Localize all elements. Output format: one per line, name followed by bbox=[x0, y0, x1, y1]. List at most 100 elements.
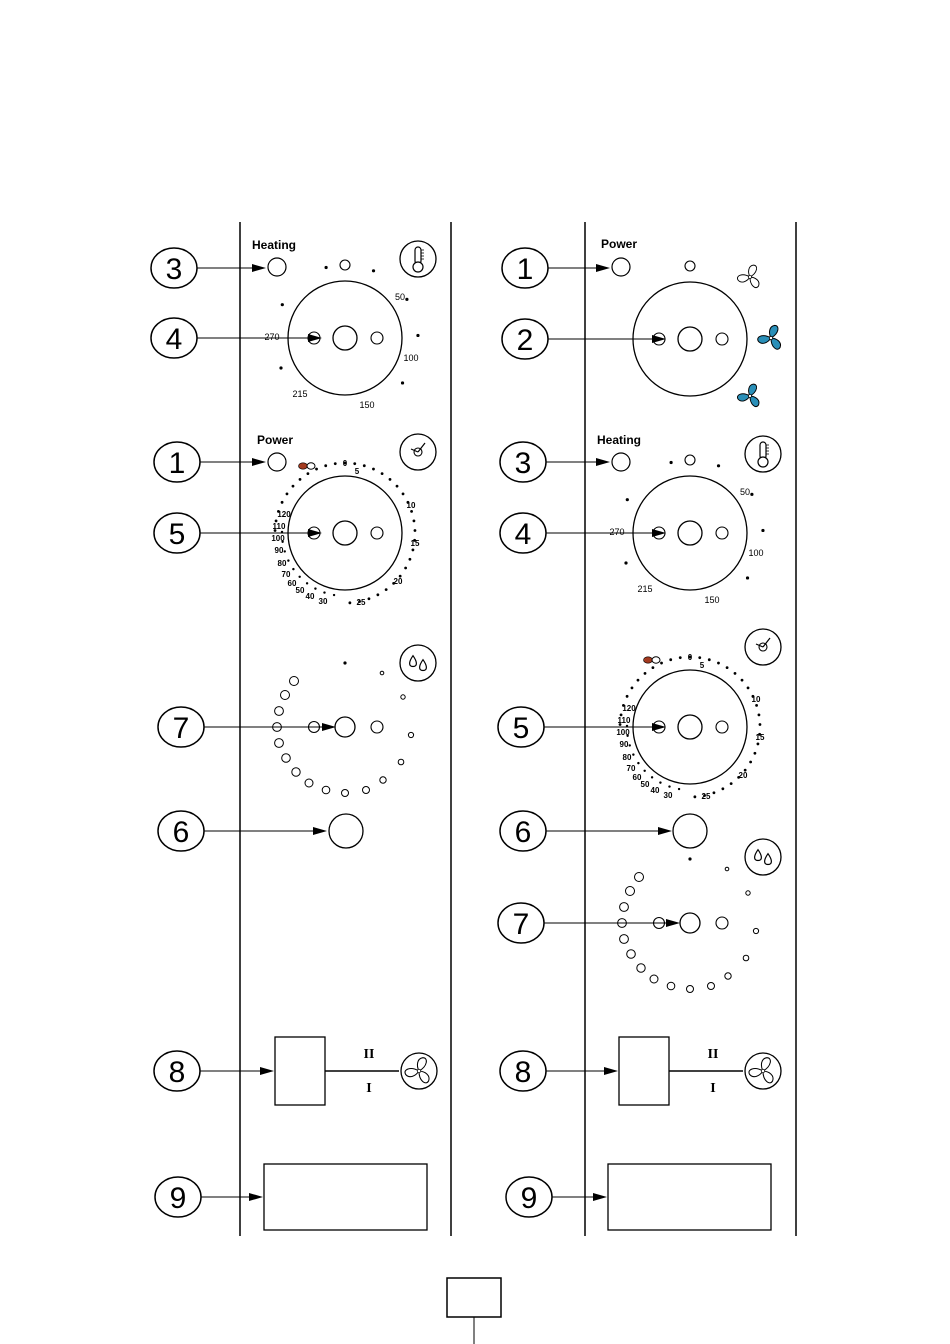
timer-tick bbox=[726, 666, 729, 669]
callout-number: 8 bbox=[169, 1056, 186, 1089]
timer-tick bbox=[754, 752, 757, 755]
humidity-tick bbox=[688, 857, 691, 860]
display-panel bbox=[264, 1164, 427, 1230]
humidity-step bbox=[275, 739, 284, 748]
humidity-step bbox=[635, 873, 644, 882]
fan-icon bbox=[401, 1053, 437, 1089]
humidity-step bbox=[281, 691, 290, 700]
timer-tick bbox=[368, 597, 371, 600]
timer-tick bbox=[402, 492, 405, 495]
right-panel: Power12Heating50100150215270340510152025… bbox=[498, 237, 783, 1230]
timer-label-100: 100 bbox=[271, 534, 285, 543]
humidity-step bbox=[725, 867, 729, 871]
timer-tick bbox=[323, 591, 325, 593]
timer-tick bbox=[413, 519, 416, 522]
humidity-step bbox=[292, 768, 300, 776]
humidity-drops-icon-frame bbox=[745, 839, 781, 875]
knob-center bbox=[333, 326, 357, 350]
infinity-lamp-right bbox=[307, 463, 315, 469]
temp-label-215: 215 bbox=[637, 584, 652, 594]
fan-switch-position-1: I bbox=[366, 1081, 371, 1096]
timer-tick bbox=[747, 686, 750, 689]
timer-tick bbox=[713, 791, 716, 794]
timer-tick bbox=[632, 753, 634, 755]
humidity-step bbox=[746, 891, 750, 895]
temp-off-mark bbox=[340, 260, 350, 270]
temp-tick bbox=[372, 269, 375, 272]
temp-label-50: 50 bbox=[395, 292, 405, 302]
callout-arrowhead bbox=[658, 827, 672, 835]
timer-tick bbox=[741, 679, 744, 682]
humidity-dial bbox=[273, 661, 414, 796]
timer-label-80: 80 bbox=[623, 753, 632, 762]
timer-tick bbox=[708, 658, 711, 661]
humidity-step bbox=[275, 707, 284, 716]
timer-tick bbox=[758, 713, 761, 716]
thermometer-icon bbox=[400, 241, 436, 277]
timer-tick bbox=[668, 785, 670, 787]
timer-tick bbox=[414, 529, 417, 532]
timer-tick bbox=[730, 782, 733, 785]
humidity-step bbox=[650, 975, 658, 983]
timer-tick bbox=[333, 594, 335, 596]
timer-label-40: 40 bbox=[306, 592, 315, 601]
fan-icon bbox=[745, 1053, 781, 1089]
callout-5: 5 bbox=[154, 513, 322, 553]
thermometer-bulb bbox=[758, 457, 768, 467]
knob-center bbox=[678, 327, 702, 351]
callout-5: 5 bbox=[498, 707, 666, 747]
callout-number: 3 bbox=[166, 253, 183, 286]
humidity-step bbox=[626, 887, 635, 896]
callout-1: 1 bbox=[154, 442, 266, 482]
timer-tick bbox=[629, 744, 631, 746]
timer-tick bbox=[409, 558, 412, 561]
fan-off-mark bbox=[685, 261, 695, 271]
heating-indicator-lamp bbox=[612, 453, 630, 471]
fan-speed-3-icon bbox=[736, 384, 761, 408]
timer-label-25: 25 bbox=[357, 598, 366, 607]
timer-tick bbox=[292, 485, 295, 488]
callout-number: 2 bbox=[517, 324, 534, 357]
heating-indicator-lamp bbox=[268, 258, 286, 276]
callout-9: 9 bbox=[506, 1177, 607, 1217]
knob-center bbox=[333, 521, 357, 545]
clock-icon bbox=[745, 629, 781, 665]
timer-tick bbox=[659, 781, 661, 783]
callout-number: 3 bbox=[515, 447, 532, 480]
timer-tick bbox=[669, 658, 672, 661]
timer-label-110: 110 bbox=[273, 522, 286, 531]
temp-tick bbox=[416, 334, 419, 337]
humidity-step bbox=[290, 677, 299, 686]
callout-arrowhead bbox=[313, 827, 327, 835]
timer-tick bbox=[644, 672, 647, 675]
callout-arrowhead bbox=[249, 1193, 263, 1201]
humidity-right-marker bbox=[716, 917, 728, 929]
humidity-step bbox=[620, 903, 629, 912]
timer-label-30: 30 bbox=[319, 597, 328, 606]
humidity-step bbox=[620, 935, 629, 944]
fan-speed-1-icon bbox=[736, 265, 761, 289]
fan-switch-box bbox=[275, 1037, 325, 1105]
humidity-step bbox=[408, 732, 413, 737]
callout-number: 6 bbox=[173, 816, 190, 849]
timer-label-70: 70 bbox=[282, 570, 291, 579]
humidity-step bbox=[637, 964, 645, 972]
infinity-lamp-left bbox=[644, 657, 653, 663]
knob-right-marker bbox=[371, 332, 383, 344]
humidity-step bbox=[687, 986, 694, 993]
button-6 bbox=[673, 814, 707, 848]
temp-tick bbox=[670, 461, 673, 464]
left-panel: Heating5010015021527034Power051015202530… bbox=[151, 238, 437, 1230]
timer-label-0: 0 bbox=[343, 459, 348, 468]
callout-6: 6 bbox=[500, 811, 672, 851]
timer-tick bbox=[292, 568, 294, 570]
page-number-box bbox=[447, 1278, 501, 1344]
humidity-step bbox=[398, 759, 404, 765]
infinity-lamp-icon bbox=[299, 463, 316, 469]
timer-tick bbox=[314, 587, 316, 589]
timer-tick bbox=[678, 788, 680, 790]
callout-number: 4 bbox=[515, 518, 532, 551]
callout-3: 3 bbox=[500, 442, 610, 482]
humidity-step bbox=[282, 754, 291, 763]
fan-switch: III bbox=[275, 1037, 437, 1105]
